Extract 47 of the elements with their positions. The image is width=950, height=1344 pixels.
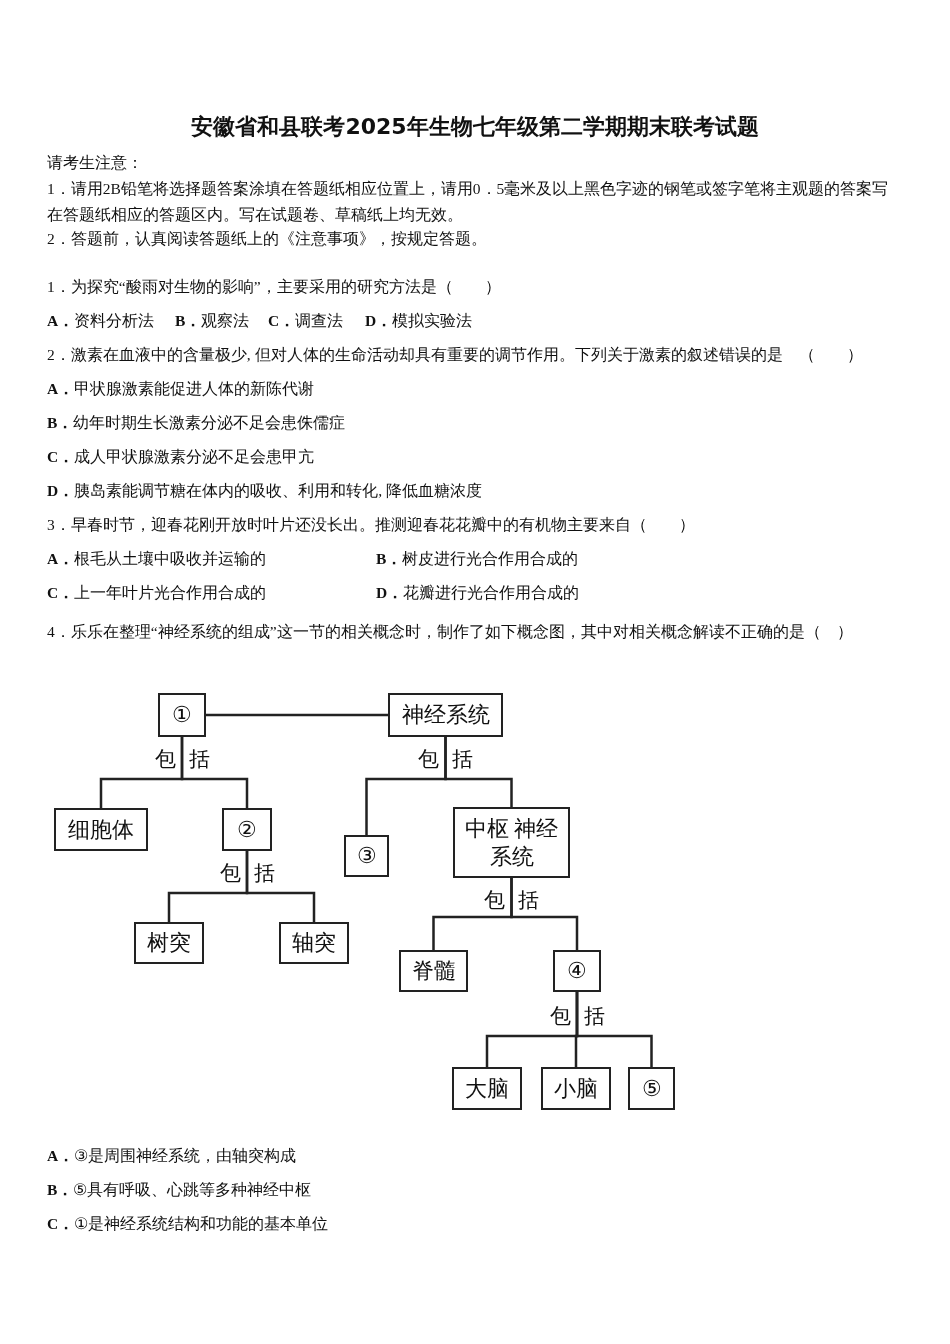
connector-line <box>245 851 316 922</box>
question-text: 2．激素在血液中的含量极少, 但对人体的生命活动却具有重要的调节作用。下列关于激素的叙述错误的是 （ ） <box>47 345 864 365</box>
concept-box: 细胞体 <box>54 808 148 851</box>
answer-option: B．幼年时期生长激素分泌不足会患侏儒症 <box>47 410 346 436</box>
question-text: 2．答题前，认真阅读答题纸上的《注意事项》，按规定答题。 <box>47 229 488 249</box>
connector-line <box>510 878 579 950</box>
concept-box: ③ <box>344 835 389 877</box>
answer-option: B．树皮进行光合作用合成的 <box>376 546 579 572</box>
answer-option: B．观察法 <box>175 308 250 334</box>
connector-line <box>444 737 513 807</box>
relation-label: 包 括 <box>154 746 210 773</box>
concept-box: ① <box>158 693 206 737</box>
answer-option: D．胰岛素能调节糖在体内的吸收、利用和转化, 降低血糖浓度 <box>47 478 482 504</box>
connector-line <box>206 713 388 717</box>
concept-box: 脊髓 <box>399 950 468 992</box>
answer-option: C．上一年叶片光合作用合成的 <box>47 580 267 606</box>
question-text: 1．为探究“酸雨对生物的影响”，主要采用的研究方法是（ ） <box>47 277 502 297</box>
question-text: 请考生注意： <box>47 153 144 173</box>
relation-label: 包 括 <box>219 860 275 887</box>
answer-option: C．成人甲状腺激素分泌不足会患甲亢 <box>47 444 315 470</box>
question-text: 4．乐乐在整理“神经系统的组成”这一节的相关概念时，制作了如下概念图，其中对相关概念解读不正确的是（ ） <box>47 622 854 642</box>
page-title: 安徽省和县联考2025年生物七年级第二学期期末联考试题 <box>190 113 760 141</box>
answer-option: D．模拟实验法 <box>365 308 473 334</box>
concept-box: ② <box>222 808 272 851</box>
answer-option: A．根毛从土壤中吸收并运输的 <box>47 546 267 572</box>
answer-option: A．资料分析法 <box>47 308 155 334</box>
answer-option: C．调查法 <box>268 308 344 334</box>
concept-box: 树突 <box>134 922 204 964</box>
answer-option: C．①是神经系统结构和功能的基本单位 <box>47 1211 329 1237</box>
concept-box: 大脑 <box>452 1067 522 1110</box>
concept-box: ④ <box>553 950 601 992</box>
connector-line <box>575 992 653 1067</box>
concept-box: ⑤ <box>628 1067 675 1110</box>
relation-label: 包 括 <box>417 746 473 773</box>
relation-label: 包 括 <box>483 887 539 914</box>
concept-box: 中枢 神经系统 <box>453 807 570 878</box>
answer-option: A．甲状腺激素能促进人体的新陈代谢 <box>47 376 315 402</box>
answer-option: D．花瓣进行光合作用合成的 <box>376 580 580 606</box>
concept-box: 神经系统 <box>388 693 503 737</box>
question-text: 1．请用2B铅笔将选择题答案涂填在答题纸相应位置上，请用0．5毫米及以上黑色字迹的钢笔或签字笔将主观题的答案写在答题纸相应的答题区内。写在试题卷、草稿纸上均无效。 <box>47 179 890 225</box>
concept-box: 小脑 <box>541 1067 611 1110</box>
connector-line <box>180 737 249 808</box>
answer-option: B．⑤具有呼吸、心跳等多种神经中枢 <box>47 1177 312 1203</box>
concept-box: 轴突 <box>279 922 349 964</box>
question-text: 3．早春时节，迎春花刚开放时叶片还没长出。推测迎春花花瓣中的有机物主要来自（ ） <box>47 515 696 535</box>
relation-label: 包 括 <box>549 1003 605 1030</box>
answer-option: A．③是周围神经系统，由轴突构成 <box>47 1143 297 1169</box>
